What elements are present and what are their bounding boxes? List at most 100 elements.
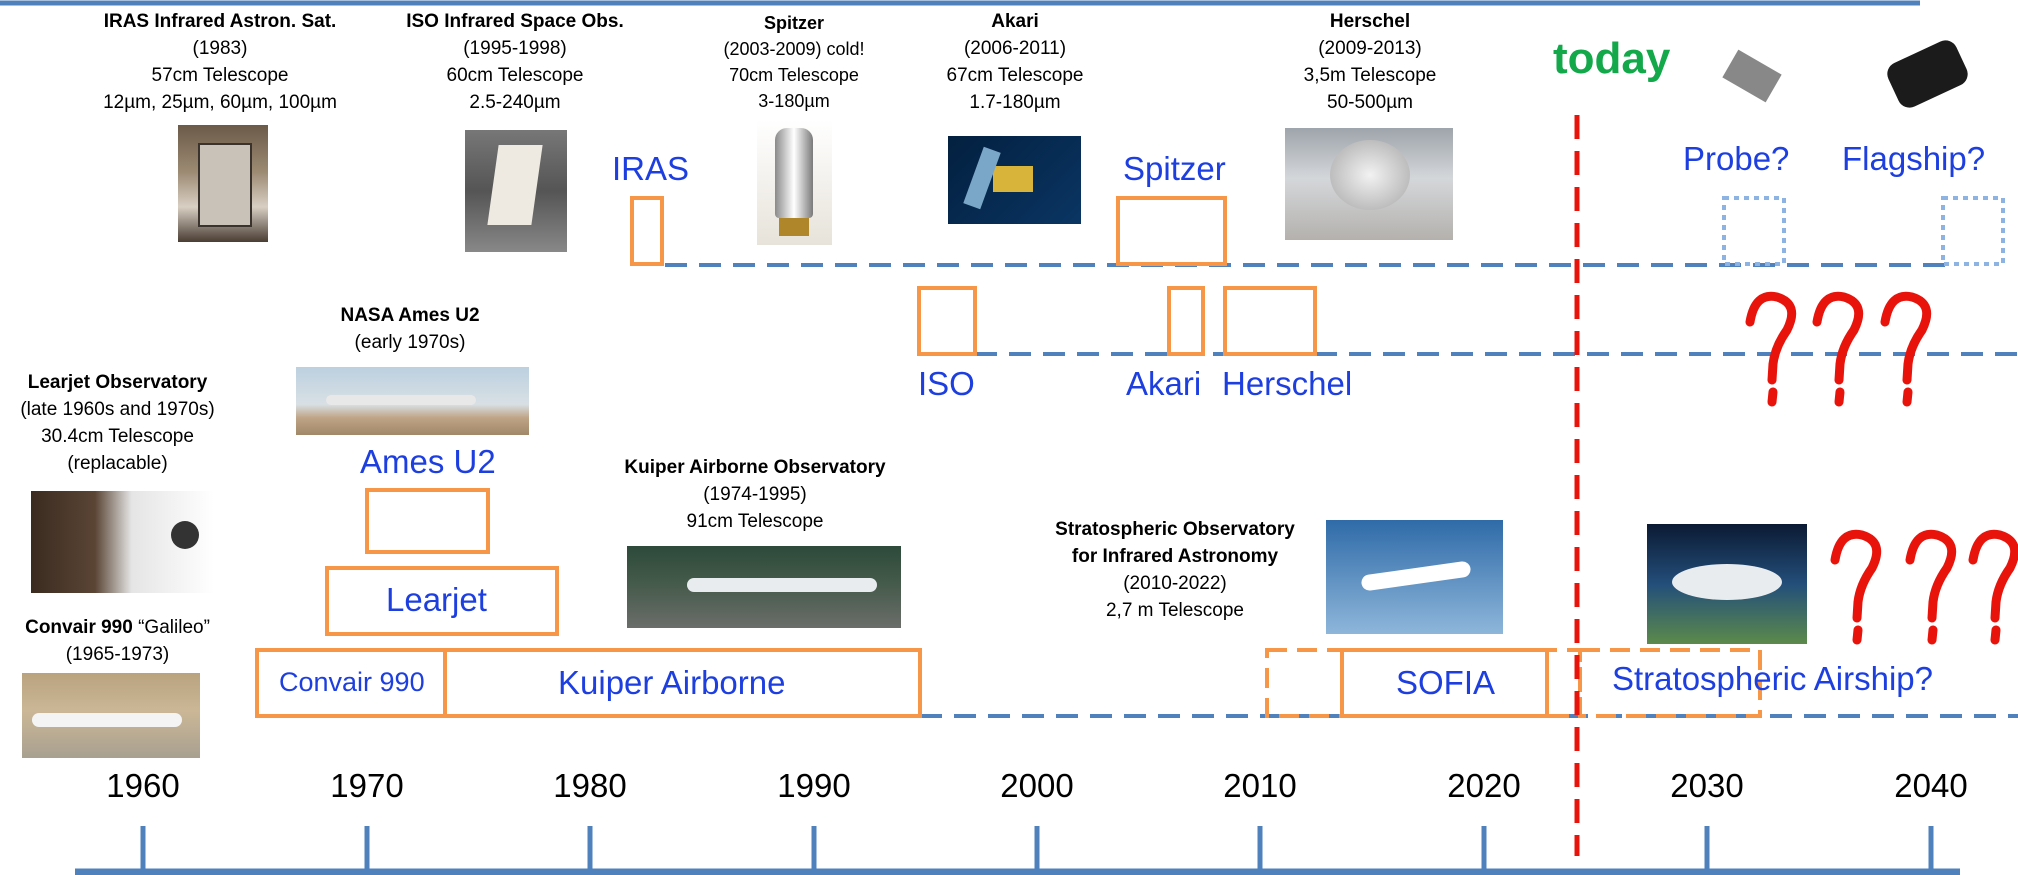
caption-learjet-name: Learjet Observatory: [27, 372, 208, 393]
year-label: 1980: [553, 767, 627, 804]
label-probe: Probe?: [1683, 140, 1790, 177]
label-kuiper: Kuiper Airborne: [558, 664, 786, 701]
caption-learjet-years: (late 1960s and 1970s): [20, 399, 215, 420]
question-mark-icon: [1745, 291, 2018, 645]
year-label: 2000: [1000, 767, 1074, 804]
iras-photo: [178, 125, 268, 242]
caption-iso-years: (1995-1998): [463, 38, 567, 59]
label-iras: IRAS: [612, 150, 690, 187]
year-label: 1970: [330, 767, 404, 804]
caption-learjet: Learjet Observatory (late 1960s and 1970…: [0, 369, 235, 477]
ames-u2-photo: [296, 367, 529, 435]
caption-sofia-name: Stratospheric Observatory: [1055, 519, 1295, 540]
caption-learjet-line1: 30.4cm Telescope: [41, 426, 194, 447]
probe-photo: [1712, 38, 1797, 123]
label-flagship: Flagship?: [1842, 140, 1986, 177]
label-sofia: SOFIA: [1396, 664, 1496, 701]
caption-akari-line2: 1.7-180µm: [969, 92, 1061, 113]
caption-akari: Akari (2006-2011) 67cm Telescope 1.7-180…: [915, 8, 1115, 116]
caption-akari-name: Akari: [991, 11, 1039, 32]
bar-iso: [917, 286, 977, 356]
caption-u2-years: (early 1970s): [354, 332, 466, 353]
caption-learjet-line2: (replacable): [67, 453, 168, 474]
caption-u2-name: NASA Ames U2: [340, 305, 480, 326]
label-iso: ISO: [918, 365, 975, 402]
caption-iso-name: ISO Infrared Space Obs.: [406, 11, 624, 32]
axis-ticks: [140, 826, 1934, 872]
year-label: 2020: [1447, 767, 1521, 804]
bar-ames-u2: [365, 488, 490, 554]
caption-akari-years: (2006-2011): [963, 38, 1067, 59]
iso-photo: [465, 130, 567, 252]
caption-sofia-line1: 2,7 m Telescope: [1105, 600, 1244, 621]
herschel-photo: [1285, 128, 1453, 240]
caption-iso-line2: 2.5-240µm: [469, 92, 561, 113]
caption-herschel-name: Herschel: [1329, 11, 1411, 32]
caption-iras-line2: 12µm, 25µm, 60µm, 100µm: [103, 92, 337, 113]
caption-kuiper-line1: 91cm Telescope: [686, 511, 824, 532]
caption-herschel-years: (2009-2013): [1318, 38, 1422, 59]
caption-iras-line1: 57cm Telescope: [151, 65, 289, 86]
bar-herschel: [1223, 286, 1317, 356]
label-airship: Stratospheric Airship?: [1612, 660, 1933, 697]
caption-herschel-line1: 3,5m Telescope: [1303, 65, 1437, 86]
caption-iso-line1: 60cm Telescope: [446, 65, 584, 86]
label-ames-u2: Ames U2: [360, 443, 496, 480]
caption-kuiper: Kuiper Airborne Observatory (1974-1995) …: [605, 454, 905, 535]
year-label: 1960: [106, 767, 180, 804]
bar-iras: [630, 196, 664, 266]
caption-convair-name: Convair 990: [25, 617, 133, 638]
caption-iras-years: (1983): [192, 38, 248, 59]
dashed-bars: [1265, 648, 1762, 718]
future-boxes: [1722, 196, 2005, 266]
caption-kuiper-years: (1974-1995): [703, 484, 807, 505]
caption-herschel-line2: 50-500µm: [1327, 92, 1413, 113]
caption-sofia-name2: for Infrared Astronomy: [1071, 546, 1279, 567]
caption-iras-name: IRAS Infrared Astron. Sat.: [103, 11, 337, 32]
caption-iso: ISO Infrared Space Obs. (1995-1998) 60cm…: [390, 8, 640, 116]
sofia-photo: [1326, 520, 1503, 634]
bar-spitzer: [1116, 196, 1227, 266]
caption-kuiper-name: Kuiper Airborne Observatory: [624, 457, 886, 478]
label-convair: Convair 990: [279, 667, 425, 697]
box-flagship: [1941, 196, 2005, 266]
caption-herschel: Herschel (2009-2013) 3,5m Telescope 50-5…: [1270, 8, 1470, 116]
caption-akari-line1: 67cm Telescope: [946, 65, 1084, 86]
mission-bars: [255, 196, 1549, 718]
bar-kuiper: [443, 648, 922, 718]
label-herschel: Herschel: [1222, 365, 1353, 402]
airship-photo: [1647, 524, 1807, 644]
caption-u2: NASA Ames U2 (early 1970s): [300, 302, 520, 356]
kuiper-photo: [627, 546, 901, 628]
bar-learjet: [325, 566, 559, 636]
caption-spitzer-name: Spitzer: [763, 13, 824, 33]
caption-spitzer-line1: 70cm Telescope: [729, 65, 859, 85]
label-spitzer: Spitzer: [1123, 150, 1226, 187]
bar-airship: [1578, 648, 1762, 718]
box-probe: [1722, 196, 1786, 266]
caption-spitzer-years: (2003-2009) cold!: [723, 39, 865, 59]
caption-sofia: Stratospheric Observatory for Infrared A…: [1040, 516, 1310, 624]
spitzer-photo: [757, 120, 832, 245]
caption-convair: Convair 990 “Galileo” (1965-1973): [0, 614, 235, 668]
today-label: today: [1553, 34, 1671, 83]
year-label: 1990: [777, 767, 851, 804]
flagship-photo: [1875, 25, 1987, 130]
caption-convair-suffix: “Galileo”: [132, 617, 210, 638]
bar-akari: [1167, 286, 1205, 356]
akari-photo: [948, 136, 1081, 224]
year-label: 2040: [1894, 767, 1968, 804]
year-label: 2010: [1223, 767, 1297, 804]
caption-spitzer: Spitzer (2003-2009) cold! 70cm Telescope…: [694, 10, 894, 114]
convair-photo: [22, 673, 200, 758]
caption-convair-years: (1965-1973): [65, 644, 170, 665]
label-akari: Akari: [1126, 365, 1202, 402]
caption-sofia-years: (2010-2022): [1123, 573, 1227, 594]
learjet-photo: [31, 491, 214, 593]
caption-iras: IRAS Infrared Astron. Sat. (1983) 57cm T…: [70, 8, 370, 116]
label-learjet: Learjet: [386, 581, 487, 618]
caption-spitzer-line2: 3-180µm: [758, 91, 830, 111]
year-label: 2030: [1670, 767, 1744, 804]
